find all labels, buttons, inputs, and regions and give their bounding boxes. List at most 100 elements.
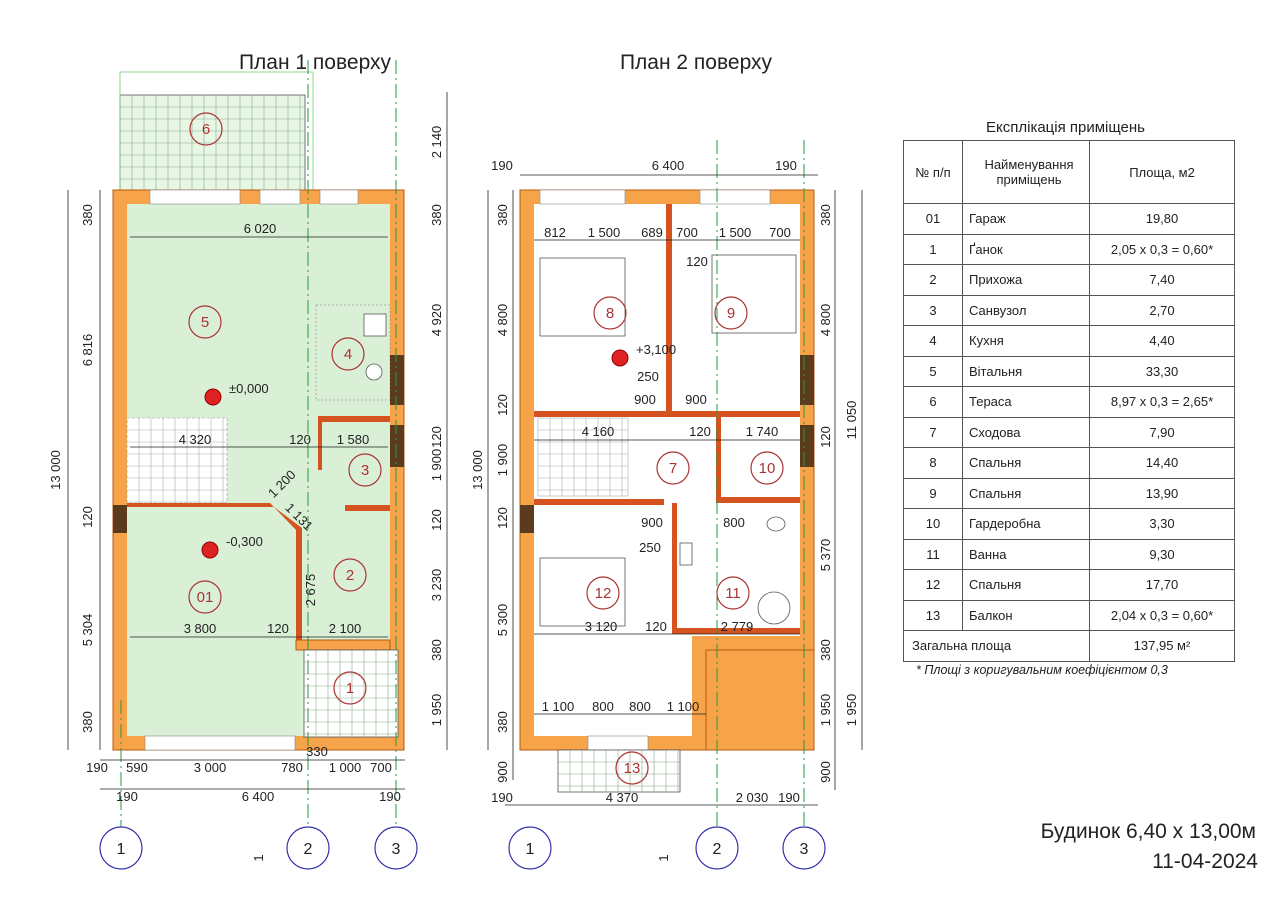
dimension-label: 1 500 xyxy=(588,225,621,240)
dimension-label: 812 xyxy=(544,225,566,240)
plan-2 xyxy=(487,140,863,830)
room-area-cell: 3,30 xyxy=(1089,508,1235,540)
stairs xyxy=(537,417,629,497)
dimension-label: 800 xyxy=(723,515,745,530)
dimension-label: 900 xyxy=(685,392,707,407)
dimension-label: 120 xyxy=(429,426,444,448)
room-name-cell: Кухня xyxy=(962,325,1090,357)
dimension-label: 2 100 xyxy=(329,621,362,636)
room-name-cell: Гардеробна xyxy=(962,508,1090,540)
terrace xyxy=(119,94,306,191)
dimension-label: 190 xyxy=(778,790,800,805)
room-number: 5 xyxy=(201,314,209,331)
room-number-cell: 6 xyxy=(903,386,963,418)
room-number: 13 xyxy=(624,760,641,777)
dimension-label: 120 xyxy=(495,394,510,416)
dimension-label: 800 xyxy=(592,699,614,714)
axis-label: 1 xyxy=(526,841,535,858)
room-number: 8 xyxy=(606,305,614,322)
garage-door xyxy=(144,735,296,751)
dimension-label: 250 xyxy=(637,369,659,384)
dimension-label: 700 xyxy=(370,760,392,775)
bed xyxy=(711,254,797,334)
room-number: 1 xyxy=(346,680,354,697)
dimension-label: 380 xyxy=(429,204,444,226)
room-area-cell: 7,90 xyxy=(1089,416,1235,448)
dimension-label: 380 xyxy=(495,711,510,733)
dimension-label: 380 xyxy=(80,204,95,226)
room-number-cell: 8 xyxy=(903,447,963,479)
dimension-label: 3 000 xyxy=(194,760,227,775)
dimension-label: 4 800 xyxy=(495,304,510,337)
window xyxy=(113,505,127,533)
window xyxy=(149,189,241,205)
dimension-label: 4 320 xyxy=(179,432,212,447)
window xyxy=(800,355,814,405)
room-number-cell: 3 xyxy=(903,294,963,326)
dimension-label: 2 140 xyxy=(429,126,444,159)
dimension-label: 120 xyxy=(495,507,510,529)
dimension-label: 900 xyxy=(818,761,833,783)
porch xyxy=(303,649,399,738)
section-mark: 1 xyxy=(656,854,671,861)
axis-marker xyxy=(286,826,330,870)
room-marker xyxy=(714,296,748,330)
dimension-label: 120 xyxy=(289,432,311,447)
dimension-label: 590 xyxy=(126,760,148,775)
dimension-label: 2 030 xyxy=(736,790,769,805)
axis-marker xyxy=(374,826,418,870)
room-number-cell: 2 xyxy=(903,264,963,296)
room-marker xyxy=(348,453,382,487)
building-size: Будинок 6,40 х 13,00м xyxy=(1040,820,1256,843)
room-number-cell: 12 xyxy=(903,569,963,601)
dimension-label: 900 xyxy=(641,515,663,530)
dimension-label: 380 xyxy=(495,204,510,226)
dimension-label: 1 100 xyxy=(542,699,575,714)
dimension-label: 3 800 xyxy=(184,621,217,636)
window xyxy=(520,505,534,533)
axis-label: 1 xyxy=(117,841,126,858)
room-number: 7 xyxy=(669,460,677,477)
dimension-label: 3 120 xyxy=(585,619,618,634)
dimension-label: 700 xyxy=(676,225,698,240)
plan-1-title: План 1 поверху xyxy=(239,51,392,74)
axis-marker xyxy=(99,826,143,870)
room-area-cell: 7,40 xyxy=(1089,264,1235,296)
window xyxy=(390,355,404,405)
room-area-cell: 4,40 xyxy=(1089,325,1235,357)
room-number: 3 xyxy=(361,462,369,479)
room-number: 4 xyxy=(344,346,352,363)
dimension-label: 13 000 xyxy=(48,450,63,490)
dimension-label: 4 370 xyxy=(606,790,639,805)
room-number-cell: 5 xyxy=(903,355,963,387)
axis-label: 3 xyxy=(392,841,401,858)
room-name-cell: Вітальня xyxy=(962,355,1090,387)
dimension-label: 190 xyxy=(775,158,797,173)
room-marker xyxy=(189,112,223,146)
footnote: * Площі з коригувальним коефіцієнтом 0,3 xyxy=(916,663,1168,677)
sink xyxy=(365,363,383,381)
dimension-label: 190 xyxy=(116,789,138,804)
room-area-cell: 13,90 xyxy=(1089,477,1235,509)
room-name-cell: Гараж xyxy=(962,203,1090,235)
interior-wall xyxy=(127,503,302,650)
room-number-cell: 13 xyxy=(903,599,963,631)
dimension-label: 380 xyxy=(429,639,444,661)
dimension-label: 13 000 xyxy=(470,450,485,490)
room-marker xyxy=(615,751,649,785)
room-name-cell: Ванна xyxy=(962,538,1090,570)
dimension-label: 120 xyxy=(429,509,444,531)
dimension-label: 1 580 xyxy=(337,432,370,447)
room-marker xyxy=(593,296,627,330)
room-marker xyxy=(333,671,367,705)
room-marker xyxy=(331,337,365,371)
room-marker xyxy=(750,451,784,485)
room-area-cell: 17,70 xyxy=(1089,569,1235,601)
room-area-cell: 2,70 xyxy=(1089,294,1235,326)
